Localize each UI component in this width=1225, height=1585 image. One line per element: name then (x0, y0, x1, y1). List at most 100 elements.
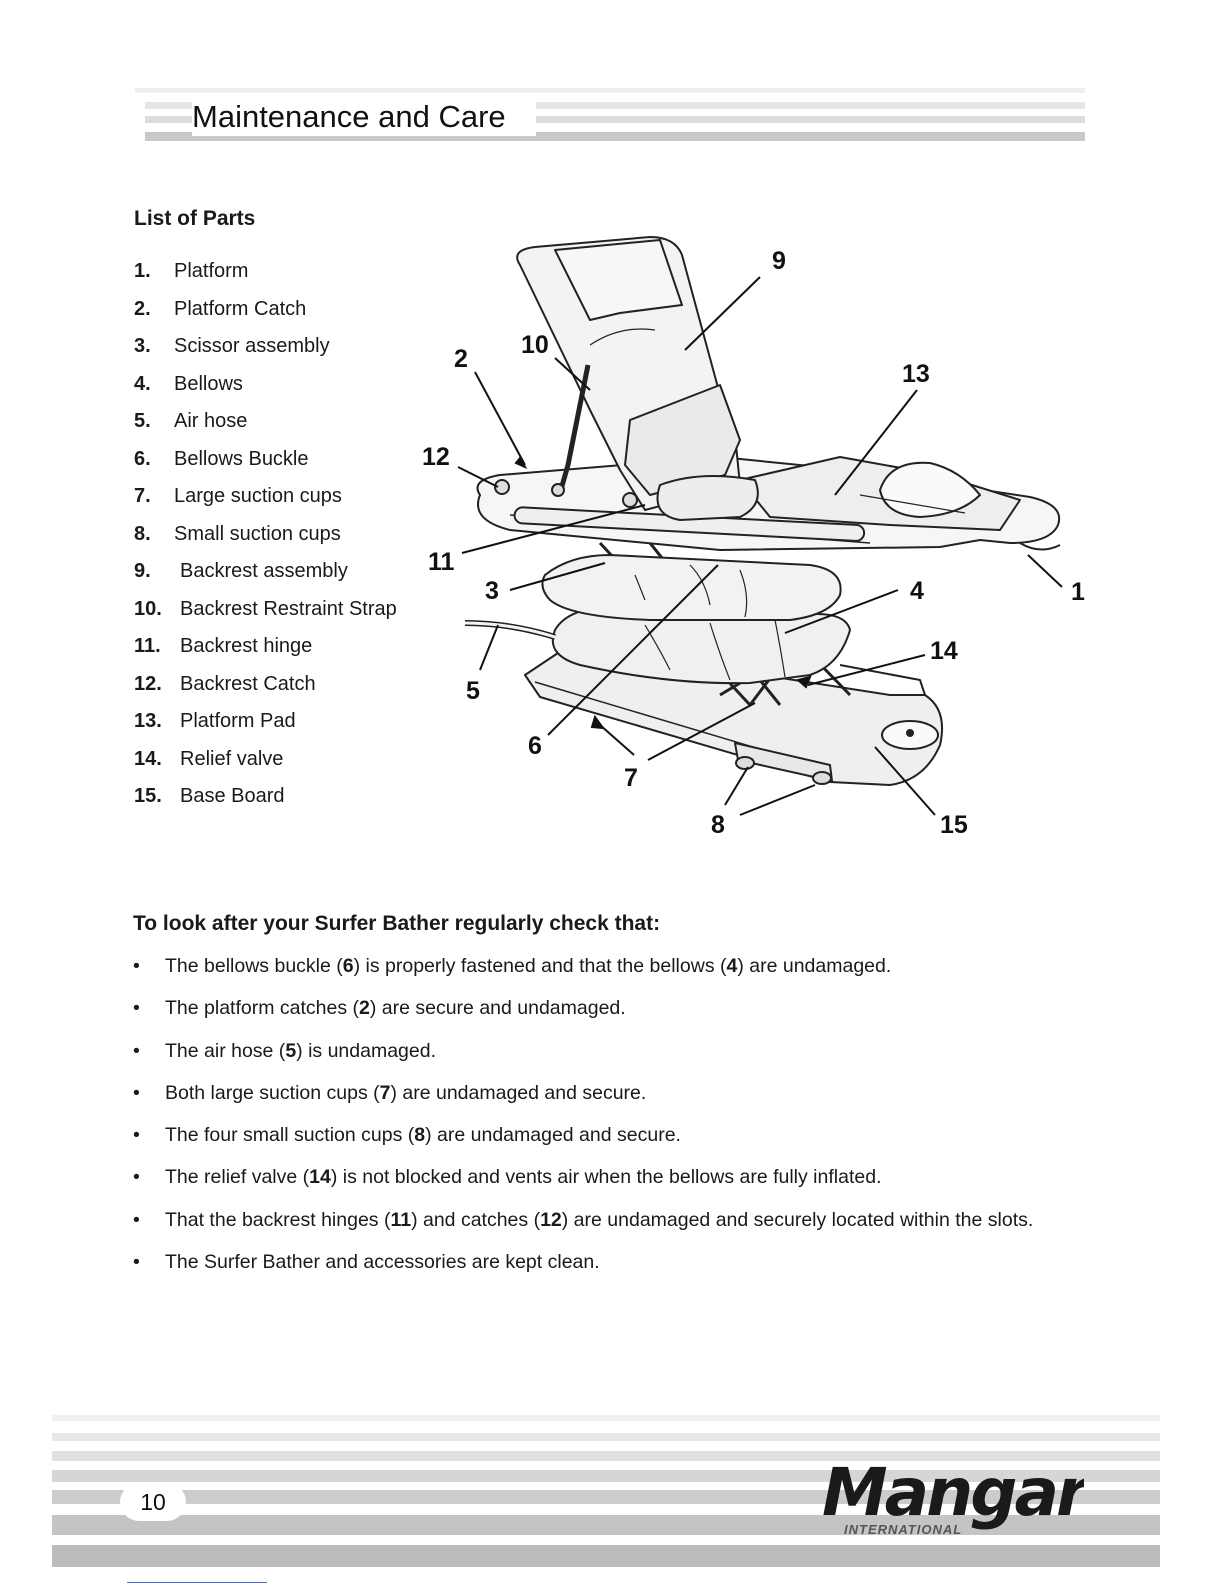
list-item: 15. Base Board (134, 781, 397, 819)
bullet: • (133, 1166, 140, 1189)
mangar-logo: Mangar INTERNATIONAL (822, 1454, 1084, 1537)
check-text: ) is not blocked and vents air when the … (330, 1166, 882, 1189)
check-text: ) are undamaged. (737, 955, 892, 977)
callout-5: 5 (466, 677, 480, 705)
parts-list-heading: List of Parts (134, 207, 256, 230)
bullet: • (133, 955, 140, 977)
part-ref: 6 (342, 955, 354, 977)
callout-1: 1 (1071, 578, 1085, 606)
list-item: 1. Platform (134, 256, 397, 294)
part-label: Platform Catch (174, 297, 307, 320)
part-ref: 8 (414, 1124, 426, 1147)
check-text: ) and catches ( (411, 1208, 541, 1231)
part-number: 13. (134, 710, 162, 732)
check-text: The relief valve ( (165, 1166, 310, 1189)
check-text: Both large suction cups ( (165, 1081, 380, 1104)
part-label: Bellows (174, 372, 243, 395)
part-ref: 14 (309, 1166, 331, 1189)
part-label: Large suction cups (174, 485, 342, 507)
section-header: Maintenance and Care (135, 88, 1085, 144)
callout-6: 6 (528, 732, 542, 760)
logo-wordmark: Mangar (822, 1454, 1084, 1531)
callout-15: 15 (940, 811, 968, 839)
part-label: Small suction cups (174, 522, 341, 545)
part-label: Backrest Restraint Strap (180, 597, 397, 620)
callout-13: 13 (902, 360, 930, 388)
part-number: 2. (134, 297, 151, 320)
check-text: The air hose ( (165, 1039, 286, 1062)
list-item: 2. Platform Catch (134, 294, 397, 332)
bullet: • (133, 1208, 140, 1231)
callout-10: 10 (521, 331, 549, 359)
list-item: 8.Small suction cups (134, 519, 397, 557)
callout-4: 4 (910, 577, 924, 605)
bather-illustration (464, 236, 1061, 786)
part-number: 14. (134, 747, 162, 770)
list-item: • That the backrest hinges (11) and catch… (133, 1204, 1113, 1246)
part-number: 9. (134, 560, 151, 582)
list-item: 9. Backrest assembly (134, 556, 397, 594)
list-item: •The bellows buckle (6) is properly fast… (133, 950, 1113, 992)
callout-leader-lines (457, 276, 1063, 816)
checks-list: •The bellows buckle (6) is properly fast… (133, 950, 1113, 1288)
part-number: 6. (134, 447, 151, 470)
list-item: •The platform catches (2) are secure and… (133, 992, 1113, 1034)
check-text: The platform catches ( (165, 997, 359, 1020)
part-label: Backrest Catch (180, 672, 316, 695)
part-label: Base Board (180, 785, 285, 807)
list-item: 7. Large suction cups (134, 481, 397, 519)
callout-8: 8 (711, 811, 725, 839)
part-ref: 5 (285, 1039, 297, 1062)
surfer-bather-diagram: 9 2 10 13 12 11 3 4 1 14 5 6 7 8 15 (422, 236, 1085, 839)
page-footer: 10 Mangar INTERNATIONAL (52, 1415, 1160, 1567)
list-item: 11.Backrest hinge (134, 631, 397, 669)
check-text: That the backrest hinges ( (165, 1208, 391, 1231)
list-item: •The four small suction cups (8) are und… (133, 1119, 1113, 1161)
check-text: The Surfer Bather and accessories are ke… (165, 1251, 600, 1274)
footer-link-underline (127, 1582, 267, 1583)
callout-11: 11 (428, 548, 455, 576)
part-number: 10. (134, 597, 162, 620)
callout-14: 14 (930, 637, 958, 665)
check-text: ) is undamaged. (296, 1039, 437, 1062)
part-label: Platform (174, 260, 249, 282)
part-number: 5. (134, 410, 151, 432)
part-number: 11. (134, 635, 161, 657)
page-number: 10 (120, 1483, 186, 1521)
logo-subtext: INTERNATIONAL (844, 1522, 962, 1537)
check-text: ) are undamaged and secure. (425, 1124, 681, 1147)
part-label: Relief valve (180, 747, 284, 770)
check-text: ) are undamaged and securely located wit… (561, 1208, 1034, 1231)
parts-list: 1. Platform 2. Platform Catch 3. Scissor as… (134, 256, 397, 819)
part-label: Backrest assembly (180, 560, 348, 582)
list-item: 12. Backrest Catch (134, 669, 397, 707)
part-label: Platform Pad (180, 710, 296, 732)
list-item: 5. Air hose (134, 406, 397, 444)
callout-12: 12 (422, 443, 450, 471)
check-text: ) are undamaged and secure. (390, 1081, 647, 1104)
callout-9: 9 (772, 247, 786, 275)
list-item: 14. Relief valve (134, 744, 397, 782)
part-number: 15. (134, 785, 162, 807)
list-item: • Both large suction cups (7) are undamag… (133, 1077, 1113, 1119)
part-ref: 7 (379, 1081, 391, 1104)
part-number: 3. (134, 335, 151, 357)
part-number: 7. (134, 485, 151, 507)
check-text: ) is properly fastened and that the bell… (353, 955, 727, 977)
part-ref: 12 (540, 1208, 562, 1231)
callout-2: 2 (454, 345, 468, 373)
part-ref: 11 (390, 1208, 412, 1231)
list-item: 6.Bellows Buckle (134, 444, 397, 482)
page-title: Maintenance and Care (192, 98, 536, 136)
callout-numbers: 9 2 10 13 12 11 3 4 1 14 5 6 7 8 15 (422, 247, 1085, 839)
list-item: 10. Backrest Restraint Strap (134, 594, 397, 632)
bullet: • (133, 1081, 140, 1104)
list-item: •The air hose (5) is undamaged. (133, 1035, 1113, 1077)
part-label: Scissor assembly (174, 335, 330, 357)
part-label: Air hose (174, 410, 248, 432)
part-number: 12. (134, 672, 162, 695)
list-item: 13. Platform Pad (134, 706, 397, 744)
part-number: 1. (134, 260, 151, 282)
list-item: 3. Scissor assembly (134, 331, 397, 369)
part-ref: 2 (359, 997, 370, 1020)
